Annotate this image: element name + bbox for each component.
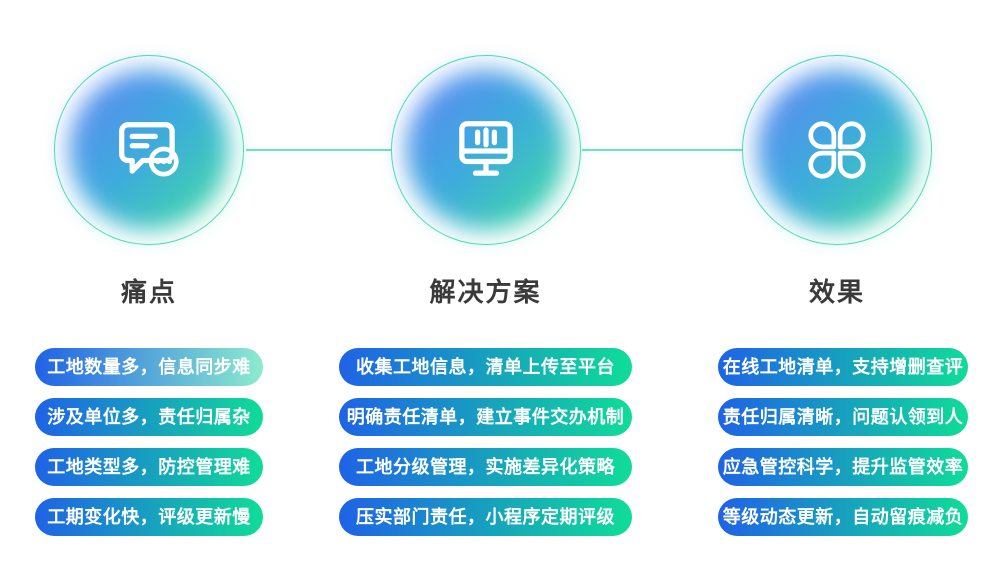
gradient-blob bbox=[69, 70, 229, 230]
pain-point-item: 工地数量多，信息同步难 bbox=[35, 348, 263, 386]
monitor-chart-icon bbox=[458, 121, 513, 176]
column-results: 效果 在线工地清单，支持增删查评 责任归属清晰，问题认领到人 应急管控科学，提升… bbox=[718, 0, 968, 587]
result-item: 责任归属清晰，问题认领到人 bbox=[718, 398, 968, 436]
results-circle bbox=[742, 55, 932, 245]
result-item: 应急管控科学，提升监管效率 bbox=[718, 448, 968, 486]
result-item: 等级动态更新，自动留痕减负 bbox=[718, 498, 968, 536]
clover-icon bbox=[808, 121, 866, 179]
results-list: 在线工地清单，支持增删查评 责任归属清晰，问题认领到人 应急管控科学，提升监管效… bbox=[718, 348, 968, 548]
solution-item: 压实部门责任，小程序定期评级 bbox=[339, 498, 632, 536]
gradient-blob bbox=[757, 70, 917, 230]
solution-item: 工地分级管理，实施差异化策略 bbox=[339, 448, 632, 486]
connector-line bbox=[582, 149, 742, 151]
column-title-solution: 解决方案 bbox=[429, 277, 542, 307]
solution-item: 收集工地信息，清单上传至平台 bbox=[339, 348, 632, 386]
pain-points-list: 工地数量多，信息同步难 涉及单位多，责任归属杂 工地类型多，防控管理难 工期变化… bbox=[35, 348, 263, 548]
solution-item: 明确责任清单，建立事件交办机制 bbox=[339, 398, 632, 436]
result-item: 在线工地清单，支持增删查评 bbox=[718, 348, 968, 386]
connector-line bbox=[246, 149, 391, 151]
pain-points-circle bbox=[54, 55, 244, 245]
column-title-pain-points: 痛点 bbox=[120, 277, 177, 307]
solution-list: 收集工地信息，清单上传至平台 明确责任清单，建立事件交办机制 工地分级管理，实施… bbox=[339, 348, 632, 548]
pain-point-item: 工期变化快，评级更新慢 bbox=[35, 498, 263, 536]
pain-point-item: 涉及单位多，责任归属杂 bbox=[35, 398, 263, 436]
solution-circle bbox=[390, 55, 581, 245]
column-pain-points: 痛点 工地数量多，信息同步难 涉及单位多，责任归属杂 工地类型多，防控管理难 工… bbox=[35, 0, 263, 587]
chat-bubble-ellipsis-icon bbox=[119, 122, 179, 177]
column-title-results: 效果 bbox=[808, 277, 865, 307]
column-solution: 解决方案 收集工地信息，清单上传至平台 明确责任清单，建立事件交办机制 工地分级… bbox=[339, 0, 632, 587]
pain-point-item: 工地类型多，防控管理难 bbox=[35, 448, 263, 486]
